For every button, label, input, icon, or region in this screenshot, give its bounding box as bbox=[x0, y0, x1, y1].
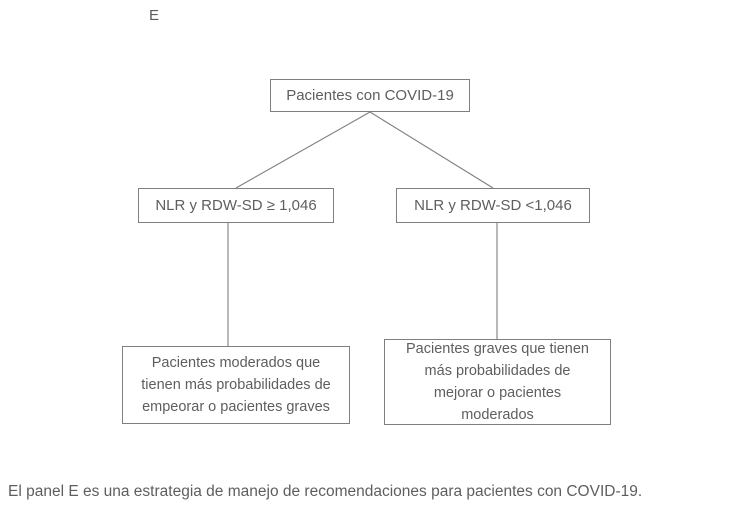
node-branch-low-label: NLR y RDW-SD <1,046 bbox=[414, 197, 572, 214]
node-branch-high-ratio: NLR y RDW-SD ≥ 1,046 bbox=[138, 188, 334, 223]
node-patients-covid19: Pacientes con COVID-19 bbox=[270, 79, 470, 112]
node-outcome-severe-improving: Pacientes graves que tienen más probabil… bbox=[384, 339, 611, 425]
flowchart-figure: E Pacientes con COVID-19 NLR y RDW-SD ≥ … bbox=[122, 7, 611, 425]
connector-layer bbox=[227, 111, 498, 346]
connector-root-to-high bbox=[235, 111, 371, 189]
node-outcome-low-label: Pacientes graves que tienen más probabil… bbox=[406, 341, 589, 423]
node-branch-low-ratio: NLR y RDW-SD <1,046 bbox=[396, 188, 590, 223]
node-root-label: Pacientes con COVID-19 bbox=[286, 87, 454, 104]
node-branch-high-label: NLR y RDW-SD ≥ 1,046 bbox=[155, 197, 317, 214]
node-outcome-high-label: Pacientes moderados que tienen más proba… bbox=[141, 355, 331, 415]
panel-label-e: E bbox=[149, 7, 160, 24]
connector-root-to-low bbox=[369, 111, 494, 189]
node-outcome-moderate-worsening: Pacientes moderados que tienen más proba… bbox=[122, 346, 350, 424]
figure-caption: El panel E es una estrategia de manejo d… bbox=[8, 483, 643, 500]
